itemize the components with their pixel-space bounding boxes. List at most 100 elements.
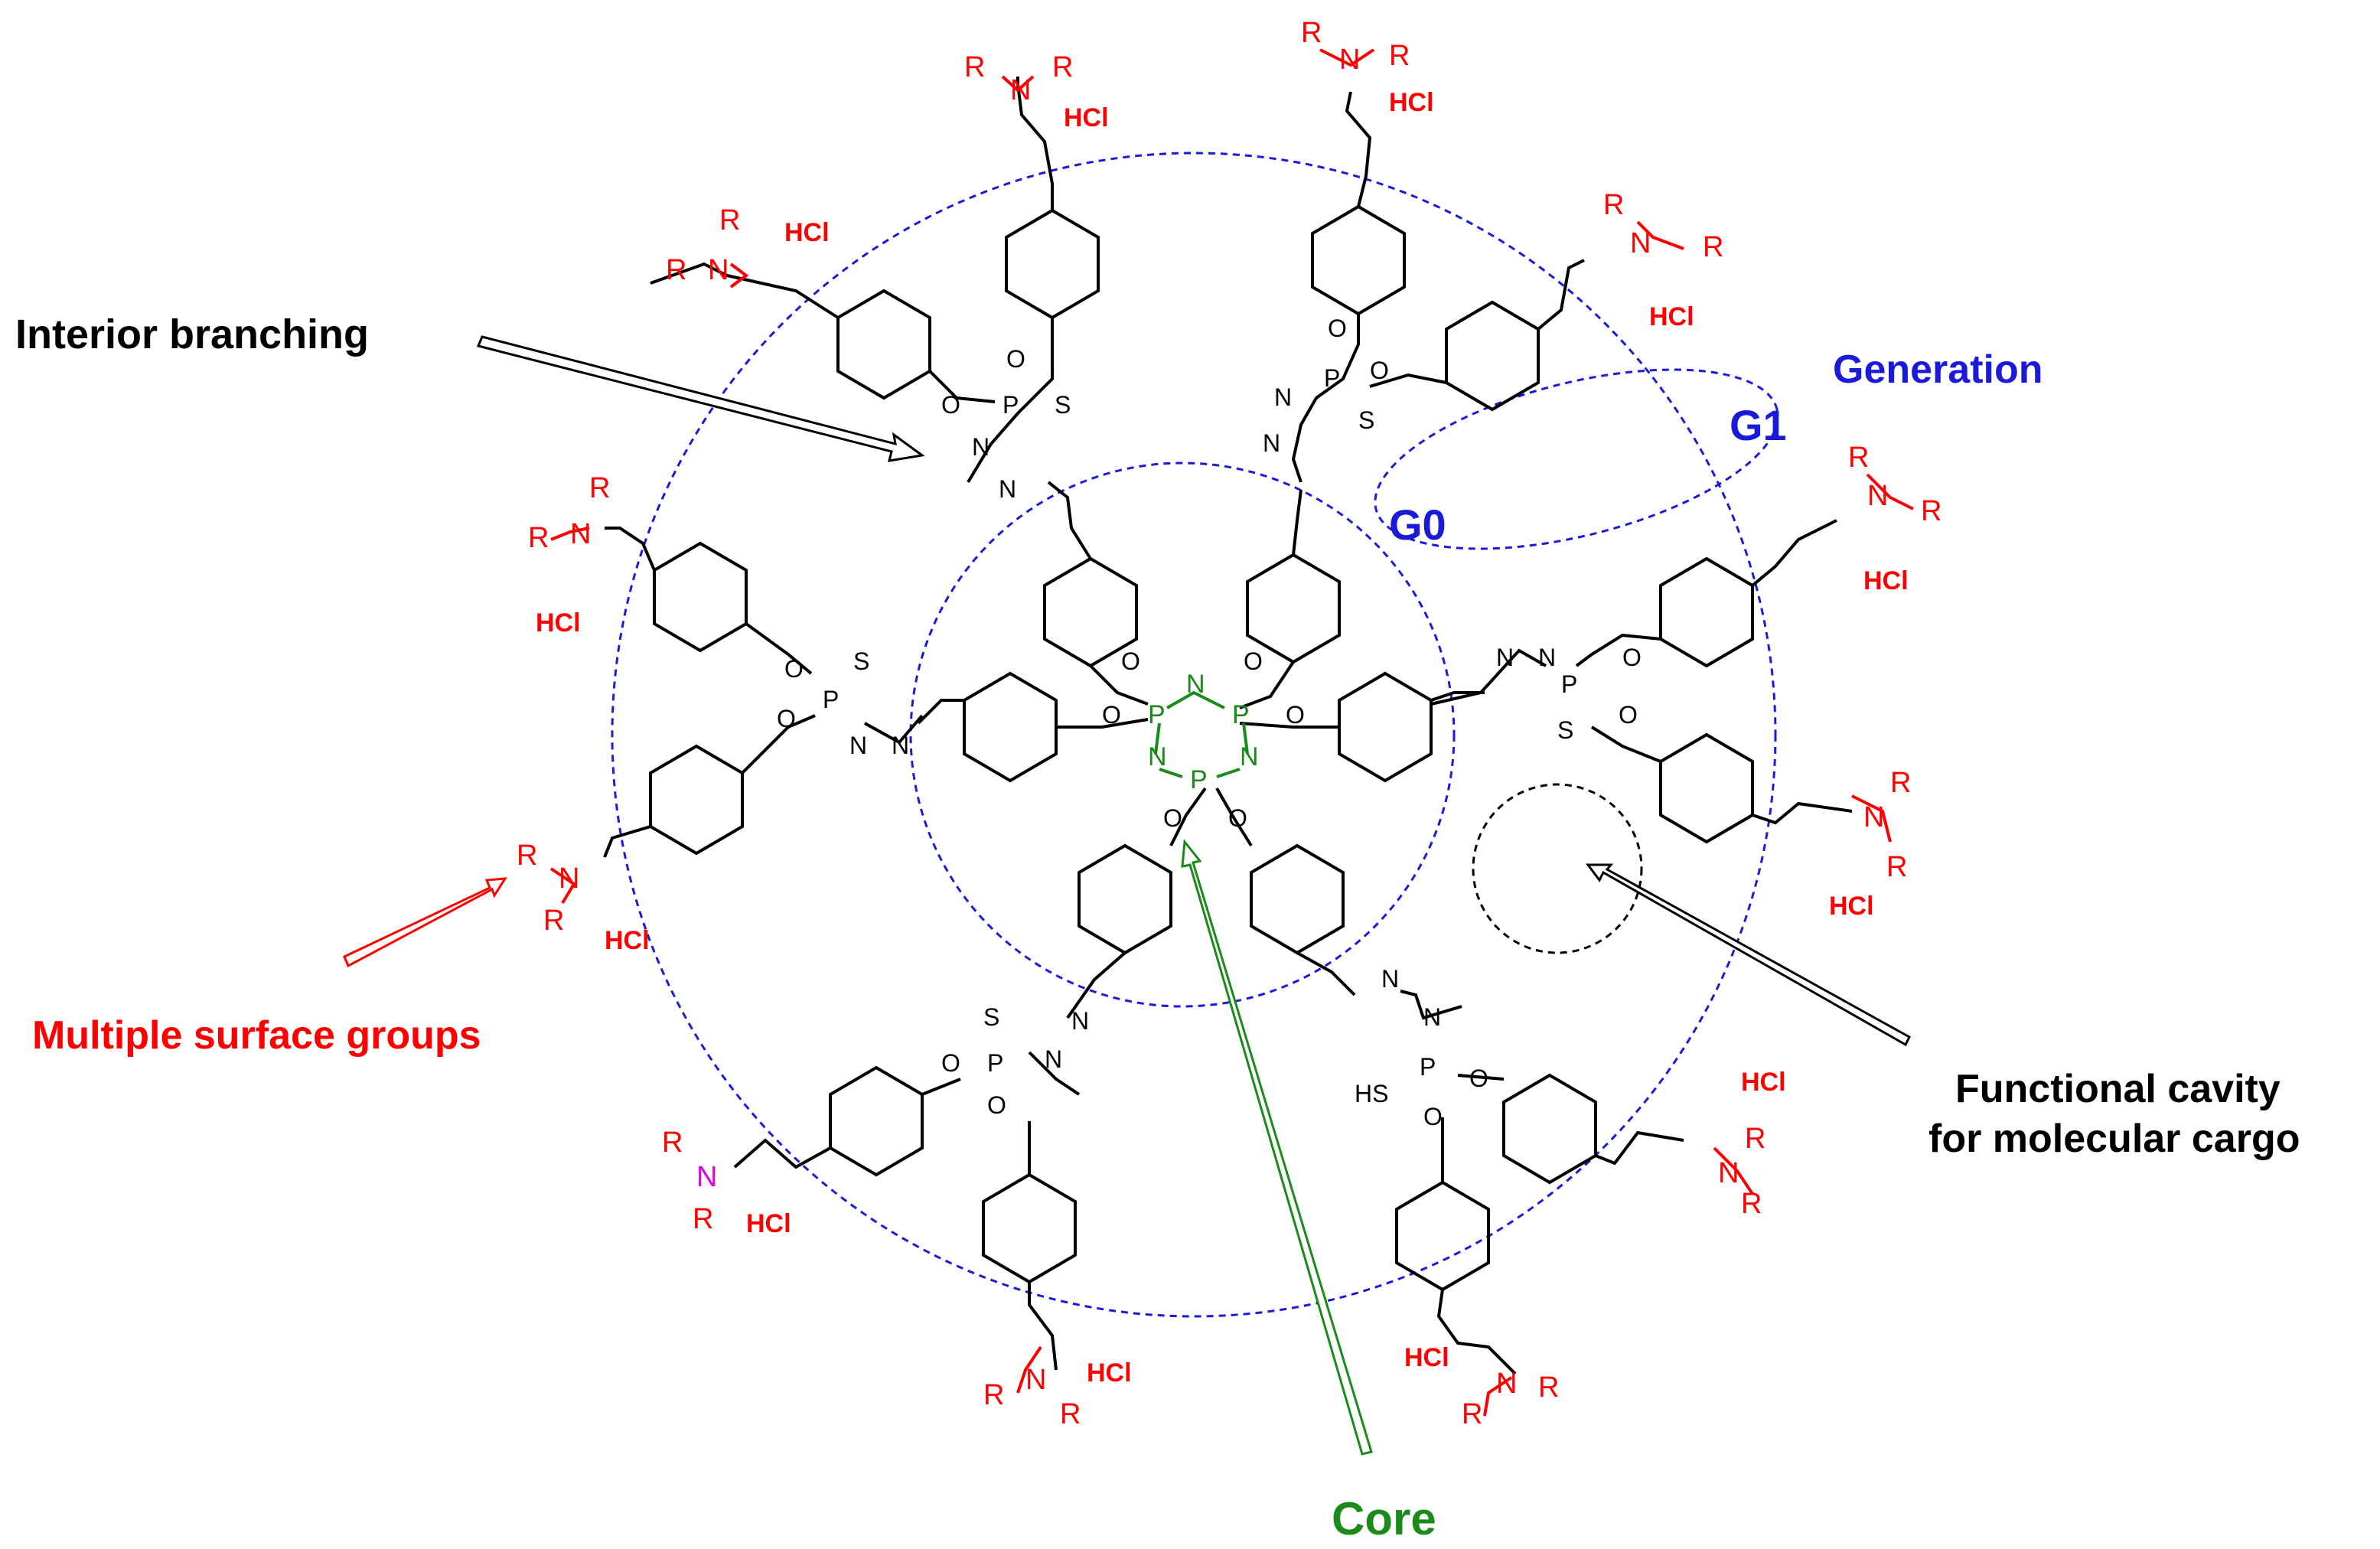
atom-o: O [777, 705, 796, 732]
atom-n: N [1630, 227, 1651, 259]
atom-o: O [1121, 647, 1140, 675]
atom-n: N [708, 254, 729, 286]
atom-s: S [983, 1003, 999, 1031]
g0-label: G0 [1389, 501, 1446, 549]
atom-n: N [1496, 1368, 1517, 1400]
atom-r: R [1848, 442, 1869, 474]
atom-r: R [1890, 767, 1911, 799]
hcl-label: HCl [784, 218, 830, 247]
atom-n: N [570, 518, 591, 550]
atom-o: O [941, 1049, 960, 1077]
atom-o: O [1619, 701, 1638, 729]
atom-s: S [1557, 716, 1573, 744]
atom-p: P [987, 1049, 1003, 1077]
atom-r: R [1538, 1371, 1559, 1404]
hcl-label: HCl [605, 926, 650, 955]
atom-n: N [1496, 644, 1514, 671]
atom-n: N [1339, 44, 1360, 76]
surface-groups-arrow [343, 877, 507, 968]
atom-r: R [666, 254, 686, 286]
atom-p: P [1420, 1053, 1436, 1081]
interior-atoms: O O O O O O O P S O N N O P O S N N N N … [777, 315, 1642, 1130]
core-arrow [1181, 839, 1373, 1456]
core-p-bottom: P [1190, 765, 1208, 794]
atom-s: S [1055, 391, 1071, 419]
hcl-label: HCl [746, 1209, 791, 1238]
atom-o: O [1469, 1065, 1488, 1092]
atom-n: N [1274, 383, 1292, 411]
atom-o: O [941, 391, 960, 419]
core-atoms: P N P N N P [1148, 670, 1259, 794]
atom-p: P [1324, 364, 1340, 392]
functional-cavity-circle [1472, 783, 1643, 954]
atom-n: N [1718, 1157, 1739, 1189]
surface-amine-atoms: R N R R R N R N R R N R R N R R N R R R … [517, 17, 1941, 1430]
atom-p: P [1561, 670, 1577, 698]
atom-n: N [1538, 644, 1556, 671]
atom-r: R [1389, 40, 1410, 72]
atom-r: R [1301, 17, 1322, 49]
hcl-label: HCl [536, 608, 581, 638]
atom-o: O [1163, 804, 1182, 832]
core-p-left: P [1148, 700, 1166, 729]
atom-n: N [1381, 965, 1399, 993]
atom-r: R [1052, 51, 1073, 83]
atom-r: R [1741, 1188, 1762, 1220]
core-p-right: P [1232, 700, 1250, 729]
functional-cavity-label-line2: for molecular cargo [1928, 1117, 2300, 1161]
hcl-label: HCl [1404, 1343, 1449, 1372]
atom-o: O [1102, 701, 1121, 729]
hcl-label: HCl [1863, 566, 1909, 595]
atom-r: R [1060, 1398, 1081, 1430]
core-n-right: N [1240, 742, 1259, 771]
atom-o: O [1006, 345, 1025, 373]
highlighted-n-atom: N [696, 1161, 717, 1193]
functional-cavity-label-line1: Functional cavity [1955, 1067, 2281, 1111]
atom-r: R [983, 1379, 1004, 1411]
atom-r: R [1886, 851, 1907, 883]
atom-n: N [972, 433, 989, 461]
atom-s: S [853, 647, 869, 675]
atom-p: P [1003, 391, 1019, 419]
core-n-top: N [1186, 670, 1205, 699]
atom-r: R [528, 522, 549, 554]
atom-r: R [964, 51, 985, 83]
atom-r: R [1603, 189, 1624, 221]
hcl-label: HCl [1649, 302, 1694, 331]
atom-n: N [1423, 1003, 1441, 1031]
hcl-label: HCl [1087, 1358, 1132, 1388]
interior-branching-arrow [476, 335, 925, 462]
g0-generation-circle [909, 461, 1456, 1008]
atom-o: O [1244, 647, 1263, 675]
atom-o: O [1328, 315, 1347, 342]
atom-n: N [999, 475, 1016, 503]
hcl-labels: HCl HCl HCl HCl HCl HCl HCl HCl HCl HCl … [536, 88, 1909, 1388]
hcl-label: HCl [1389, 88, 1434, 117]
atom-n: N [1863, 801, 1884, 833]
atom-r: R [719, 204, 740, 236]
atom-o: O [784, 655, 804, 683]
atom-o: O [1622, 644, 1642, 671]
cavity-arrow [1586, 863, 1911, 1047]
generation-label: Generation [1833, 347, 2043, 392]
core-label: Core [1332, 1493, 1436, 1544]
atom-n: N [849, 732, 867, 759]
atom-o: O [1228, 804, 1247, 832]
g1-label: G1 [1730, 401, 1787, 449]
atom-o: O [1286, 701, 1305, 729]
atom-r: R [1462, 1398, 1482, 1430]
multiple-surface-groups-label: Multiple surface groups [32, 1013, 481, 1058]
atom-hs: HS [1355, 1080, 1388, 1107]
atom-n: N [1010, 74, 1031, 106]
atom-n: N [1045, 1045, 1062, 1073]
core-ring [1154, 690, 1249, 778]
atom-r: R [693, 1203, 713, 1235]
atom-r: R [543, 905, 564, 937]
atom-s: S [1358, 406, 1374, 434]
atom-n: N [1263, 429, 1280, 457]
atom-o: O [1423, 1103, 1443, 1130]
hcl-label: HCl [1064, 103, 1109, 132]
atom-n: N [892, 732, 909, 759]
atom-n: N [1071, 1007, 1089, 1035]
